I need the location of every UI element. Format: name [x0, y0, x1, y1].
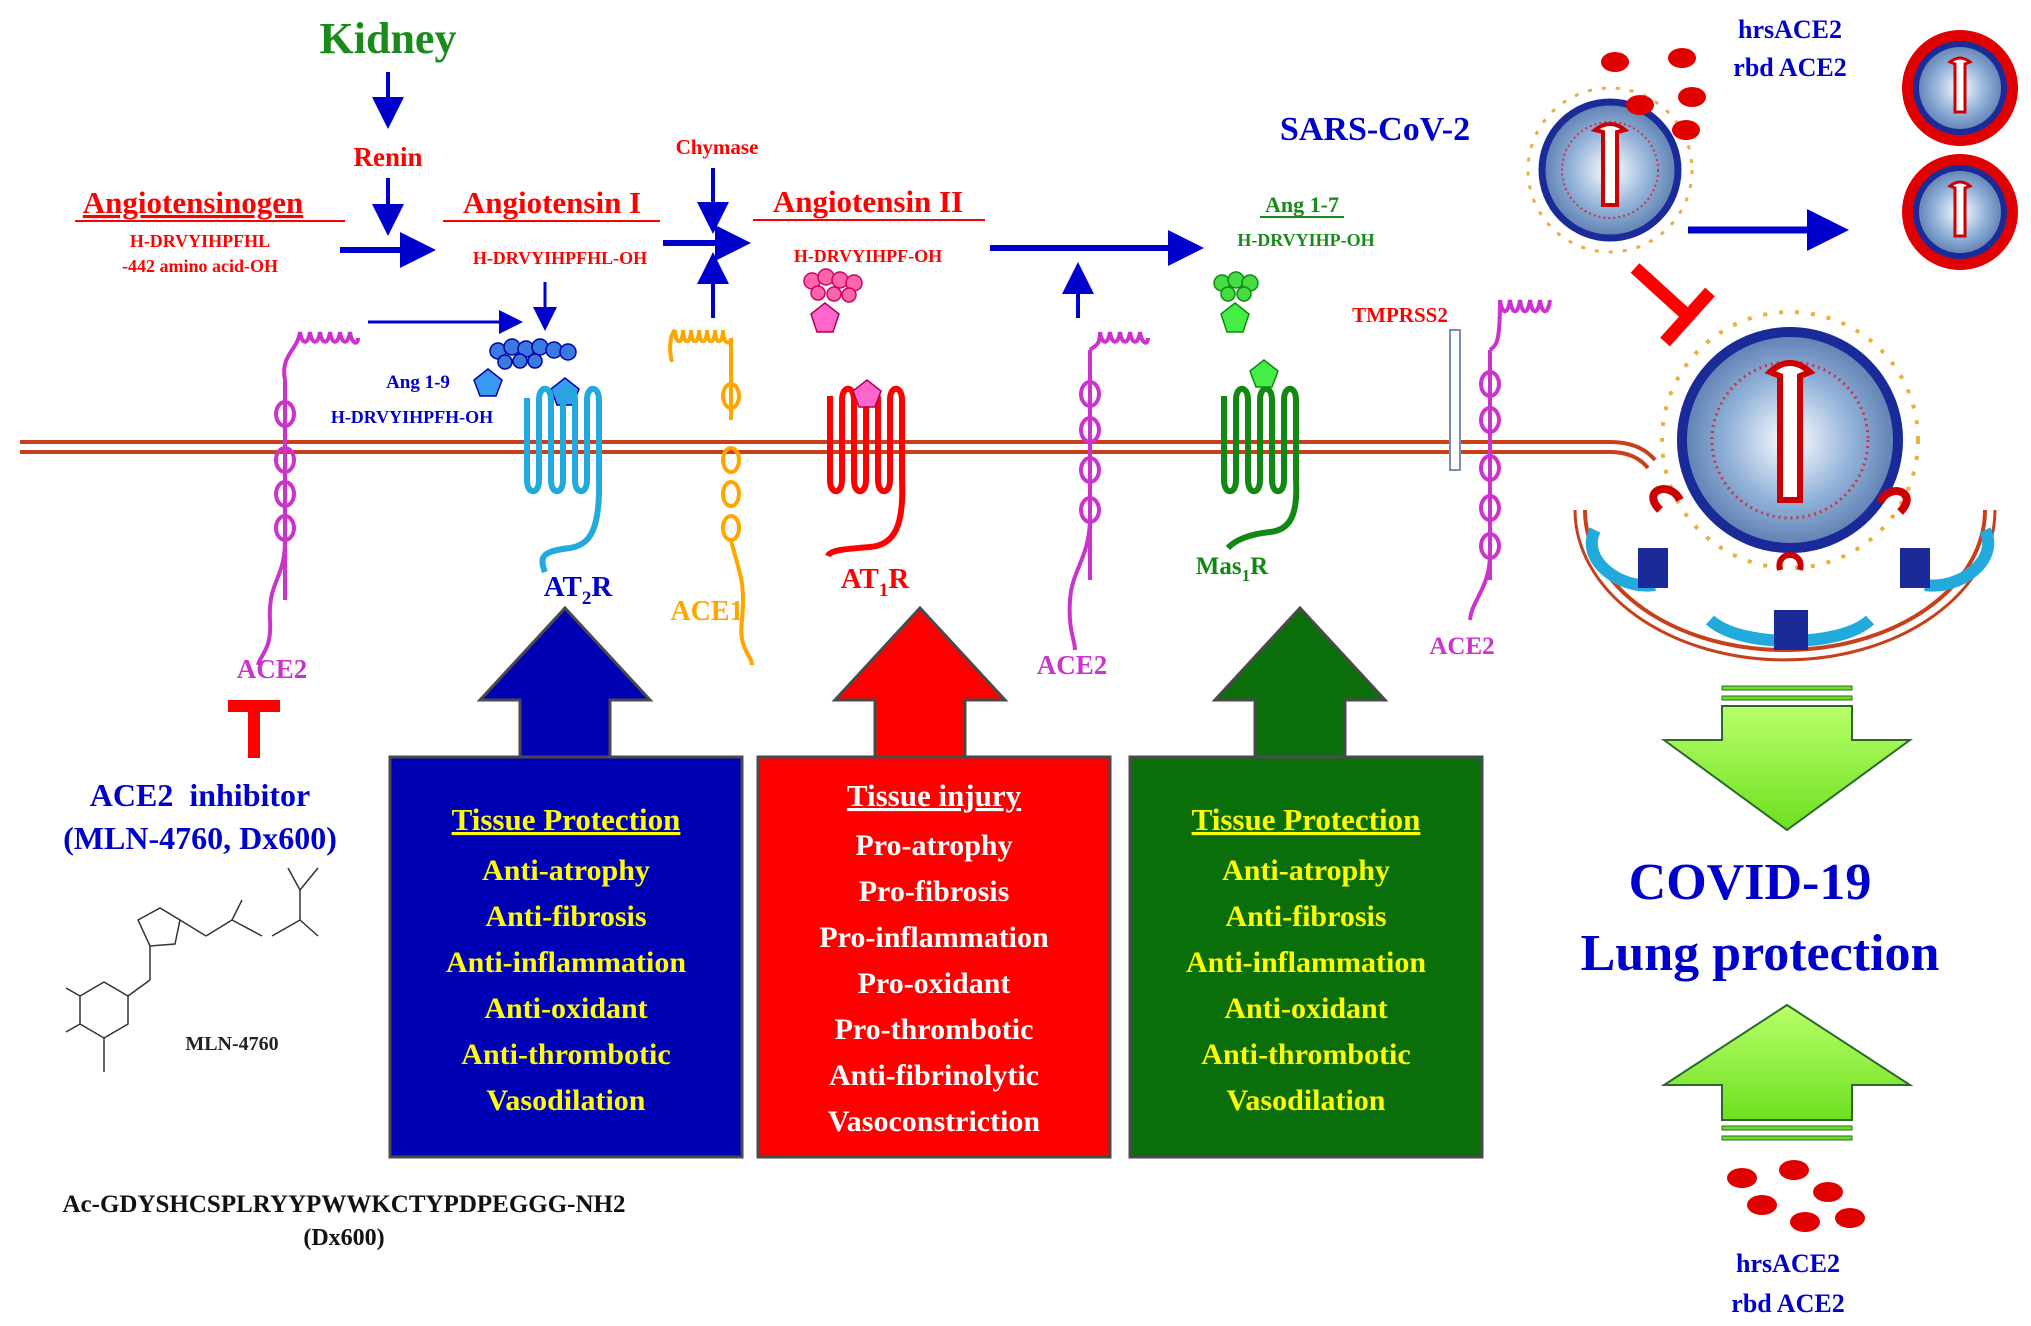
- ang17-pentagon-icon: [1220, 302, 1250, 333]
- effect-box-2-item: Pro-oxidant: [858, 967, 1011, 1000]
- ace2-mid-receptor-icon: [1067, 331, 1150, 651]
- rbdace2-bottom-label: rbd ACE2: [1731, 1289, 1844, 1318]
- mas1r-effect-arrow: [1211, 605, 1389, 762]
- angiotensinogen-seq1: H-DRVYIHPFHL: [130, 231, 270, 251]
- ang19-label: Ang 1-9: [386, 372, 450, 393]
- angiotensin1-label: Angiotensin I: [463, 185, 641, 220]
- ang19-seq: H-DRVYIHPFH-OH: [331, 407, 493, 427]
- dx600-label: (Dx600): [303, 1225, 384, 1251]
- effect-box-3-item: Anti-fibrosis: [1225, 900, 1386, 933]
- ang2-peptide-icon: [803, 268, 863, 303]
- effect-box-2-item: Vasoconstriction: [828, 1105, 1041, 1138]
- at2r-effect-arrow: [476, 605, 654, 762]
- effect-box-3-item: Anti-atrophy: [1222, 854, 1390, 887]
- inhibitor-line2: (MLN-4760, Dx600): [63, 820, 337, 856]
- effect-box-1-item: Anti-atrophy: [482, 854, 650, 887]
- mas1r-label: Mas1R: [1196, 553, 1269, 585]
- mas1r-effect-box: [1128, 755, 1484, 1159]
- at2r-effect-box: [388, 755, 744, 1159]
- ang17-peptide-icon: [1213, 271, 1259, 302]
- soluble-ace2-bottom-icon: [1727, 1160, 1865, 1232]
- mln4760-label: MLN-4760: [185, 1033, 278, 1055]
- angiotensin2-seq: H-DRVYIHPF-OH: [794, 246, 942, 266]
- effect-box-2-item: Pro-fibrosis: [859, 875, 1010, 908]
- effect-box-2-item: Anti-fibrinolytic: [829, 1059, 1039, 1092]
- at1r-effect-arrow: [831, 605, 1009, 762]
- ang17-label: Ang 1-7: [1265, 192, 1339, 217]
- ace2-mid-label: ACE2: [1037, 650, 1108, 680]
- ace1-label: ACE1: [670, 596, 743, 627]
- ang2-pentagon-icon: [810, 302, 840, 333]
- at1r-effect-box: [756, 755, 1112, 1159]
- angiotensin2-label: Angiotensin II: [773, 184, 963, 219]
- effect-box-1-title: Tissue Protection: [452, 802, 681, 837]
- ang17-seq: H-DRVYIHP-OH: [1237, 230, 1374, 250]
- dx600-sequence: Ac-GDYSHCSPLRYYPWWKCTYPDPEGGG-NH2: [62, 1191, 625, 1218]
- covid-down-arrow-icon: [1660, 685, 1914, 832]
- effect-box-3-item: Anti-inflammation: [1186, 946, 1426, 979]
- ace2-left-receptor-icon: [256, 331, 360, 666]
- angiotensin1-seq: H-DRVYIHPFHL-OH: [473, 248, 647, 268]
- ace2-right-label: ACE2: [1429, 633, 1494, 660]
- virus-cell-entry-icon: [1573, 310, 1997, 662]
- effect-box-2-item: Pro-inflammation: [819, 921, 1049, 954]
- at1r-receptor-icon: [825, 385, 906, 558]
- chymase-label: Chymase: [676, 135, 759, 159]
- at2r-receptor-icon: [524, 385, 603, 574]
- angiotensinogen-seq2: -442 amino acid-OH: [122, 256, 278, 276]
- tmprss2-label: TMPRSS2: [1352, 303, 1448, 327]
- mas1r-ligand-pentagon-icon: [1249, 359, 1279, 388]
- soluble-ace2-particles-icon: [1601, 48, 1706, 140]
- sars-cov2-label: SARS-CoV-2: [1280, 111, 1470, 148]
- effect-box-3-item: Vasodilation: [1227, 1084, 1386, 1117]
- renin-label: Renin: [353, 142, 422, 172]
- cell-membrane: [20, 440, 1657, 470]
- at2r-label: AT2R: [544, 571, 614, 609]
- effect-box-1-item: Anti-oxidant: [484, 992, 647, 1025]
- effect-box-3-item: Anti-oxidant: [1224, 992, 1387, 1025]
- hrsace2-bottom-label: hrsACE2: [1736, 1249, 1840, 1278]
- rbdace2-top-label: rbd ACE2: [1733, 53, 1846, 82]
- kidney-label: Kidney: [320, 14, 457, 63]
- effect-box-2-item: Pro-atrophy: [855, 829, 1012, 862]
- at1r-label: AT1R: [841, 563, 911, 601]
- hrsace2-top-label: hrsACE2: [1738, 15, 1842, 44]
- inhibitor-line1: ACE2 inhibitor: [90, 777, 310, 813]
- sars-cov2-virus-icon: [1526, 86, 1694, 254]
- effect-box-1-item: Anti-inflammation: [446, 946, 686, 979]
- effect-box-2-title: Tissue injury: [847, 778, 1022, 813]
- ace2-right-receptor-icon: [1468, 299, 1552, 621]
- mln4760-structure-icon: [65, 867, 319, 1072]
- effect-box-2-item: Pro-thrombotic: [835, 1013, 1034, 1046]
- ace1-receptor-icon: [668, 328, 754, 666]
- at1r-ligand-pentagon-icon: [852, 379, 882, 408]
- effect-box-1-item: Anti-thrombotic: [461, 1038, 670, 1071]
- angiotensinogen-label: Angiotensinogen: [83, 185, 303, 220]
- neutralized-virus-top-icon: [1902, 30, 2018, 146]
- effect-box-1-item: Anti-fibrosis: [485, 900, 646, 933]
- lung-protection-label: Lung protection: [1581, 925, 1940, 982]
- ang19-peptide-icon: [489, 338, 577, 370]
- covid-label: COVID-19: [1629, 854, 1872, 911]
- effect-box-3-item: Anti-thrombotic: [1201, 1038, 1410, 1071]
- inhibition-icon: [228, 700, 280, 758]
- virus-inhibition-icon: [1630, 263, 1715, 347]
- tmprss2-icon: [1449, 329, 1461, 471]
- mas1r-receptor-icon: [1221, 385, 1300, 551]
- ang19-pentagon-icon: [473, 368, 503, 397]
- effect-box-3-title: Tissue Protection: [1192, 802, 1421, 837]
- neutralized-virus-bottom-icon: [1902, 154, 2018, 270]
- ace2-left-label: ACE2: [237, 654, 308, 684]
- covid-up-arrow-icon: [1660, 1003, 1914, 1141]
- effect-box-1-item: Vasodilation: [487, 1084, 646, 1117]
